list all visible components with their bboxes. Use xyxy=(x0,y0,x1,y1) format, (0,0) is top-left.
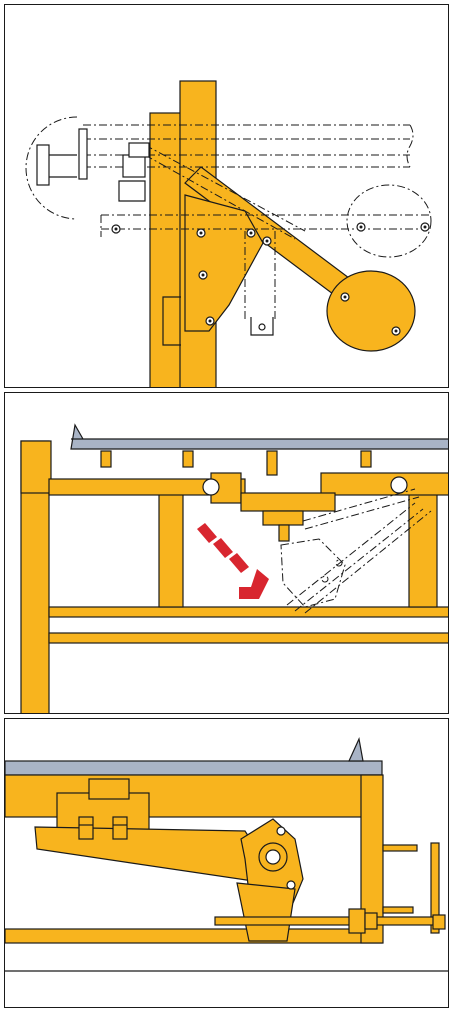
bolt-center-1 xyxy=(199,231,203,235)
panel-hinged-support-view xyxy=(4,718,449,1008)
bolt-center-9 xyxy=(359,225,363,229)
bolt-center-3 xyxy=(208,319,212,323)
swing-direction-arrow xyxy=(197,523,269,599)
panel-rail-support-view xyxy=(4,392,449,714)
angled-linkage xyxy=(34,826,268,882)
bolts xyxy=(111,222,430,336)
round-foot-plate xyxy=(326,270,416,352)
carriage-assembly xyxy=(210,472,336,542)
hanger-plate xyxy=(250,317,274,336)
support-legs xyxy=(158,492,438,608)
rail-support-drawing xyxy=(20,423,448,713)
handle-bracket xyxy=(162,296,181,346)
lower-crossbeams xyxy=(48,606,448,644)
detail-circle-right xyxy=(346,184,432,258)
left-column xyxy=(20,440,52,713)
bolt-center-5 xyxy=(265,239,269,243)
arrow-dash-1 xyxy=(197,523,217,543)
clamp-detail-left xyxy=(36,128,150,202)
arrow-dash-3 xyxy=(229,553,249,573)
hinge-bore xyxy=(258,826,296,890)
adjusting-rod xyxy=(214,908,446,934)
arrow-head xyxy=(239,569,269,599)
rail-clamps xyxy=(100,450,372,476)
swung-down-position-dashed xyxy=(280,488,432,614)
top-rail-plate xyxy=(5,737,383,776)
rail-top xyxy=(70,423,448,450)
bolt-center-2 xyxy=(201,273,205,277)
upper-beams xyxy=(48,472,448,496)
bolt-center-6 xyxy=(343,295,347,299)
panel-bracket-side-view xyxy=(4,4,449,388)
arrow-dash-2 xyxy=(213,538,233,558)
right-frame xyxy=(360,774,440,944)
detail-circle-left xyxy=(25,116,78,220)
clamp-bolts xyxy=(78,816,128,840)
bolt-center-8 xyxy=(114,227,118,231)
wheel-pivots xyxy=(202,476,408,496)
bracket-drawing xyxy=(25,80,432,387)
hinged-support-drawing xyxy=(5,737,448,972)
bolt-center-10 xyxy=(423,225,427,229)
bolt-center-7 xyxy=(394,329,398,333)
bolt-center-4 xyxy=(249,231,253,235)
